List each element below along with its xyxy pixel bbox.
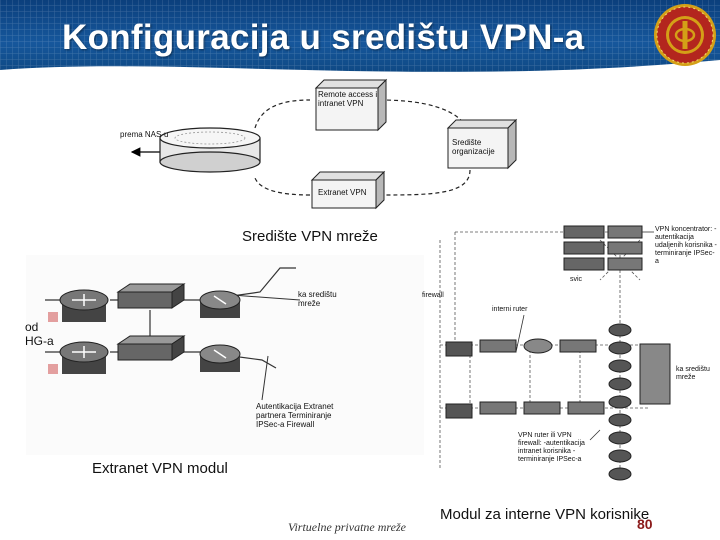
vpn-concentrators <box>563 225 643 271</box>
remote-access-label: Remote access i intranet VPN <box>318 90 378 108</box>
header-pattern <box>0 0 720 78</box>
ka-sredistu-internal-label: ka središtu mreže <box>676 366 710 381</box>
vpn-router-column <box>608 323 632 481</box>
switch-bottom <box>116 335 186 361</box>
router-hg-top <box>59 289 109 322</box>
page-number: 80 <box>637 516 653 532</box>
modul-interne-label: Modul za interne VPN korisnike <box>440 506 650 523</box>
srediste-box <box>446 118 518 170</box>
remote-access-box <box>314 78 388 132</box>
top-diagram <box>130 78 518 210</box>
extranet-box <box>310 170 386 210</box>
link-srediste-extranet <box>379 169 471 196</box>
internal-module <box>439 225 671 481</box>
interni-ruter-label: interni ruter <box>492 306 528 313</box>
router-hg-bottom <box>59 341 109 374</box>
extranet-vpn-modul-label: Extranet VPN modul <box>92 460 228 477</box>
network-cylinder <box>159 127 261 173</box>
firewall-devices <box>445 341 473 419</box>
ka-sredistu-label: ka središtu mreže <box>298 290 337 308</box>
vpn-router-top <box>199 290 241 318</box>
extranet-module <box>26 255 424 455</box>
autentikacija-label: Autentikacija Extranet partnera Terminir… <box>256 402 334 429</box>
vpn-ruter-label: VPN ruter ili VPN firewall: -autentikaci… <box>518 432 585 463</box>
page-title: Konfiguracija u središtu VPN-a <box>62 18 585 57</box>
firewall-label: firewall <box>422 292 444 299</box>
vpn-koncentrator-label: VPN koncentrator: -autentikacija udaljen… <box>655 226 717 265</box>
prema-nas-label: prema NAS-u <box>120 130 169 139</box>
srediste-vpn-mreze-label: Središte VPN mreže <box>242 228 378 245</box>
switch-top <box>116 283 186 309</box>
internal-switches-bottom <box>479 401 605 415</box>
internal-switches-top <box>479 338 597 354</box>
core-switch <box>639 343 671 405</box>
svic-label: svic <box>570 276 583 283</box>
vpn-router-bottom <box>199 344 241 372</box>
header-wave <box>0 60 720 88</box>
footer-text: Virtuelne privatne mreže <box>288 520 406 534</box>
link-extranet-cloud <box>254 177 311 196</box>
university-logo-icon <box>654 4 716 66</box>
od-hg-label: od HG-a <box>25 320 54 348</box>
header-bar: Konfiguracija u središtu VPN-a <box>0 0 720 88</box>
link-cloud-remote <box>254 99 311 129</box>
extranet-vpn-label: Extranet VPN <box>318 188 367 197</box>
srediste-organizacije-label: Središte organizacije <box>452 138 495 156</box>
